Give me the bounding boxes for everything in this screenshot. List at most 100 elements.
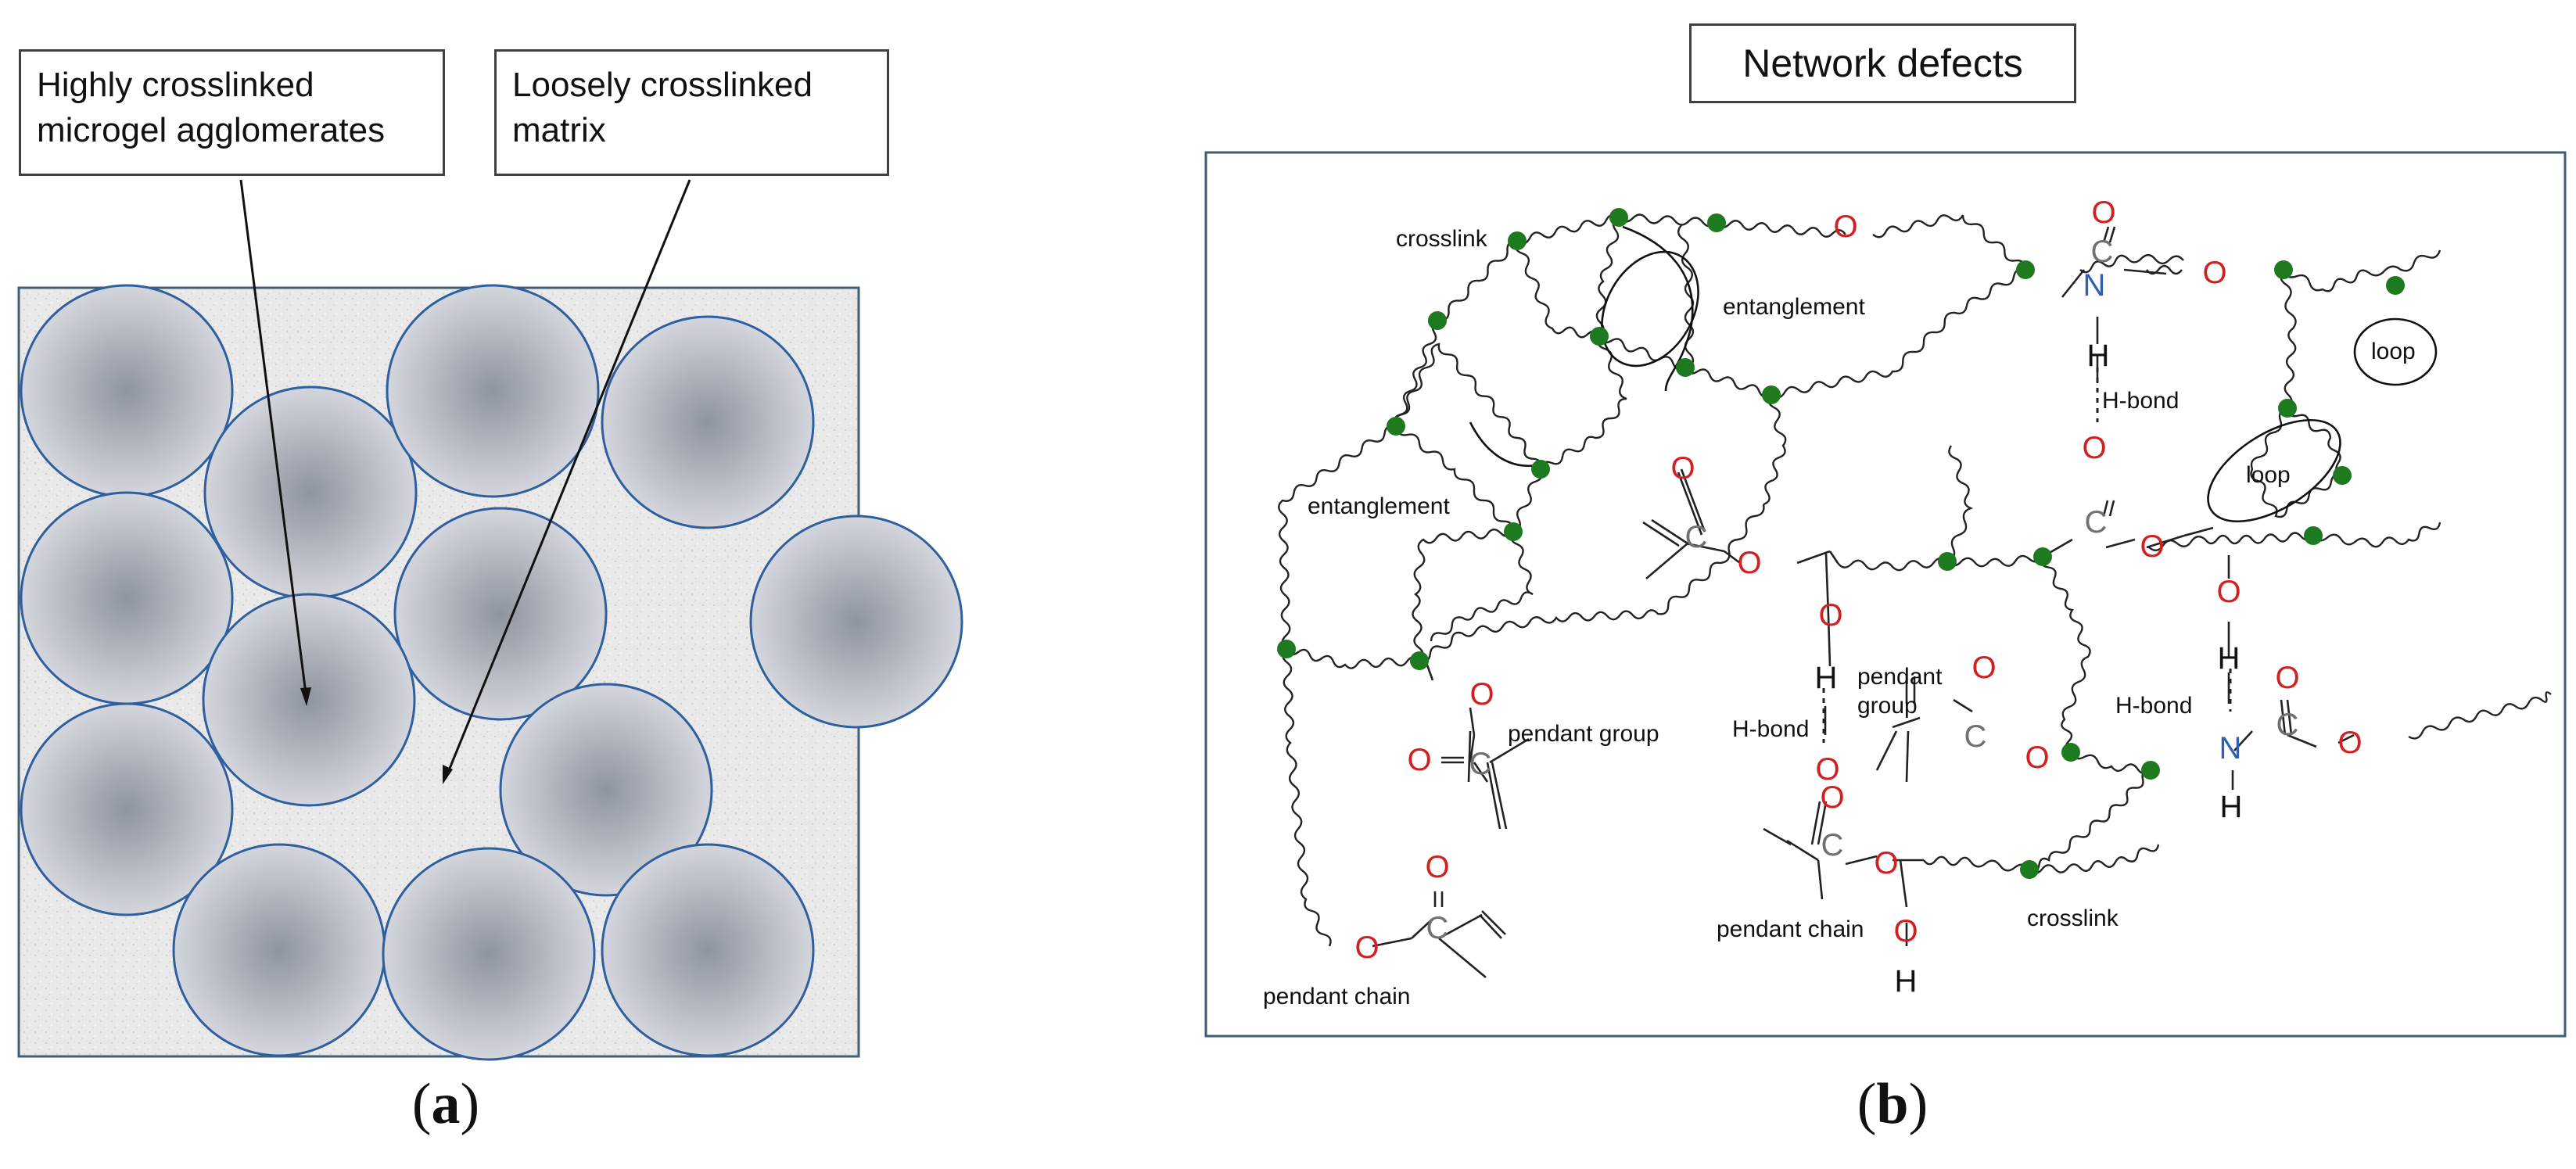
bond-53 — [2108, 226, 2116, 243]
crosslink-dot-11 — [1277, 640, 1296, 658]
caption-a: (a) — [368, 1071, 524, 1138]
bond-37 — [1763, 827, 1792, 846]
bond-51 — [2061, 269, 2086, 298]
panel-a — [17, 179, 963, 1061]
bond-8 — [1796, 550, 1831, 565]
bond-16 — [1473, 762, 1489, 783]
bond-14 — [1469, 707, 1476, 736]
label-crosslink-bottom: crosslink — [2027, 905, 2119, 931]
network-defects-title: Network defects — [1742, 41, 2023, 85]
polymer-chain-6 — [1394, 342, 1542, 470]
bond-36 — [1786, 839, 1819, 862]
bond-31 — [1892, 716, 1921, 729]
bond-19 — [1489, 737, 1530, 764]
callout-network-defects: Network defects — [1689, 23, 2076, 103]
entanglement-left-strand — [1469, 421, 1537, 468]
microgel-sphere-10 — [499, 683, 713, 897]
bond-4 — [1724, 550, 1741, 565]
bond-54 — [2123, 268, 2167, 275]
bond-47 — [2108, 500, 2115, 517]
polymer-chain-26 — [2148, 532, 2314, 551]
label-loop-1: loop — [2371, 339, 2416, 364]
caption-b-letter: b — [1876, 1072, 1909, 1136]
label-hbond-2: H-bond — [1732, 716, 1809, 742]
bond-17 — [1486, 762, 1501, 830]
crosslink-dot-14 — [2033, 547, 2052, 566]
label-pendant-group-1: pendant group — [1508, 721, 1659, 747]
bond-1 — [1680, 468, 1706, 533]
atom-C-3: C — [2091, 235, 2114, 269]
bond-29 — [1438, 938, 1487, 978]
bond-62 — [2286, 699, 2293, 736]
atom-O-5: O — [2202, 256, 2226, 290]
polymer-chain-20 — [1923, 855, 2030, 872]
callout-loosely-line-2: matrix — [512, 111, 606, 149]
atom-O-34: O — [2275, 661, 2299, 695]
atom-C-11: C — [1685, 520, 1708, 554]
polymer-chain-13 — [1946, 445, 1974, 563]
bond-23 — [1411, 918, 1433, 939]
bond-60 — [2233, 730, 2253, 751]
atom-C-16: C — [1821, 828, 1844, 862]
callout-loosely-line-1: Loosely crosslinked — [512, 66, 813, 104]
bond-2 — [1677, 472, 1703, 536]
entanglement-top-strand — [1622, 225, 1694, 392]
arrow-highly — [239, 179, 308, 701]
bond-5 — [1651, 518, 1688, 545]
polymer-chain-17 — [2069, 751, 2151, 775]
bond-40 — [1810, 801, 1821, 845]
atom-O-26: O — [1354, 931, 1379, 965]
crosslink-dot-12 — [1410, 651, 1429, 670]
polymer-chain-27 — [2408, 691, 2552, 740]
polymer-chain-2 — [1872, 214, 2027, 271]
crosslink-dot-3 — [1707, 213, 1726, 232]
crosslink-dot-5 — [1387, 417, 1405, 436]
crosslink-dot-7 — [1676, 358, 1695, 377]
bond-6 — [1645, 543, 1688, 579]
bond-63 — [2280, 699, 2287, 736]
label-hbond-1: H-bond — [2102, 388, 2179, 414]
atom-O-30: O — [2216, 575, 2241, 609]
microgel-sphere-12 — [382, 847, 596, 1061]
crosslink-dot-15 — [2016, 260, 2035, 279]
bond-49 — [2146, 534, 2185, 549]
bond-38 — [1817, 859, 1824, 900]
atom-O-1: O — [1833, 210, 1857, 244]
loops-and-entanglements — [1469, 225, 2438, 523]
microgel-spheres — [20, 284, 963, 1061]
microgel-sphere-2 — [203, 385, 418, 600]
bond-43 — [1899, 859, 1908, 908]
microgel-sphere-4 — [601, 315, 815, 529]
microgel-sphere-5 — [20, 491, 234, 705]
polymer-chain-3 — [1278, 239, 1518, 650]
atom-O-13: O — [1818, 598, 1842, 633]
polymer-chain-11 — [1419, 504, 1765, 663]
bond-11 — [1827, 615, 1832, 667]
label-entanglement-top: entanglement — [1723, 294, 1865, 320]
polymer-chain-7 — [1595, 216, 2026, 399]
bond-33 — [1875, 730, 1898, 771]
crosslink-dot-22 — [2141, 761, 2160, 780]
bond-22 — [1372, 937, 1412, 948]
label-pendant-chain-2: pendant chain — [1717, 916, 1864, 942]
atom-H-31: H — [2218, 641, 2241, 676]
atom-O-12: O — [1737, 546, 1761, 580]
bond-39 — [1817, 801, 1828, 845]
crosslink-dot-4 — [1428, 311, 1447, 330]
polymer-chain-4 — [1285, 648, 1420, 669]
bond-41 — [1845, 855, 1878, 866]
crosslink-dot-23 — [2020, 860, 2039, 879]
microgel-sphere-13 — [601, 843, 815, 1057]
arrowhead-highly — [300, 687, 311, 706]
polymer-chain-12 — [1763, 394, 1787, 506]
bond-50 — [2183, 526, 2214, 537]
label-hbond-3: H-bond — [2115, 693, 2192, 719]
atom-O-10: O — [1670, 451, 1695, 486]
polymer-chain-1 — [1516, 213, 1846, 245]
polymer-chain-22 — [2282, 249, 2441, 292]
hydrogen-bonds — [1822, 368, 2232, 743]
atom-O-15: O — [1815, 752, 1839, 787]
callout-highly-crosslinked: Highly crosslinked microgel agglomerates — [19, 49, 445, 176]
bond-3 — [1685, 542, 1725, 553]
